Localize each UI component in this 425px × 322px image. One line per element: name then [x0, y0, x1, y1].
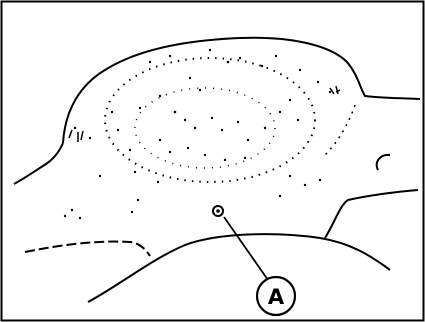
lower-left-dashed	[24, 240, 151, 257]
outer-contour	[62, 36, 421, 144]
stipple-dots	[63, 48, 332, 220]
inner-dotted-oval	[104, 57, 316, 183]
small-mark-left	[68, 129, 84, 142]
right-lower-curve	[324, 189, 419, 239]
leader-line	[223, 216, 269, 281]
hook-curve	[375, 153, 391, 171]
target-marker	[212, 205, 224, 217]
outer-contour-right	[324, 104, 356, 156]
small-mark-right	[329, 85, 341, 95]
callout-a: A	[255, 275, 297, 317]
callout-label: A	[268, 285, 285, 309]
inner-dotted-oval-2	[134, 87, 276, 169]
callout-circle	[255, 275, 297, 317]
lower-arc	[87, 233, 391, 303]
outer-contour-left-tail	[13, 142, 64, 185]
